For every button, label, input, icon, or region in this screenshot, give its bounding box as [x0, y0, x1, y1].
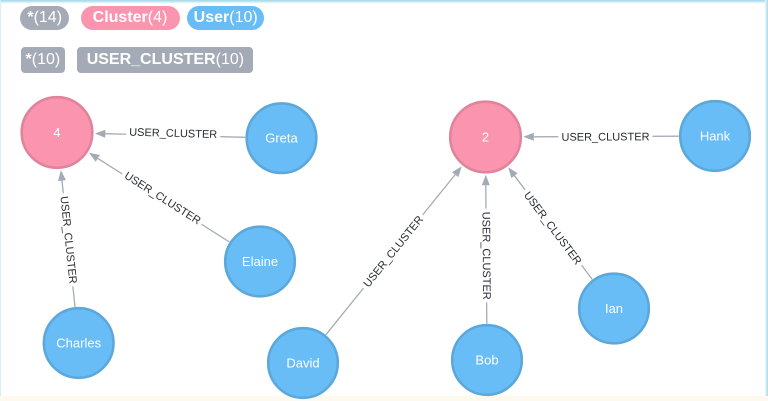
svg-text:4: 4 — [53, 125, 60, 140]
svg-text:USER_CLUSTER: USER_CLUSTER — [479, 212, 492, 300]
svg-text:USER_CLUSTER: USER_CLUSTER — [521, 190, 583, 268]
svg-text:Hank: Hank — [700, 129, 731, 144]
svg-text:David: David — [286, 356, 319, 371]
svg-text:USER_CLUSTER: USER_CLUSTER — [361, 214, 426, 290]
svg-text:USER_CLUSTER: USER_CLUSTER — [479, 212, 492, 300]
svg-text:Greta: Greta — [265, 131, 298, 146]
svg-text:Ian: Ian — [605, 301, 623, 316]
svg-text:Elaine: Elaine — [242, 254, 278, 269]
svg-text:USER_CLUSTER: USER_CLUSTER — [129, 127, 217, 141]
svg-text:2: 2 — [482, 130, 489, 145]
svg-text:USER_CLUSTER: USER_CLUSTER — [561, 131, 649, 143]
svg-text:USER_CLUSTER: USER_CLUSTER — [58, 196, 79, 285]
svg-text:Charles: Charles — [56, 336, 101, 351]
svg-text:USER_CLUSTER: USER_CLUSTER — [122, 170, 203, 227]
svg-text:Bob: Bob — [475, 353, 498, 368]
svg-text:USER_CLUSTER: USER_CLUSTER — [561, 131, 649, 143]
